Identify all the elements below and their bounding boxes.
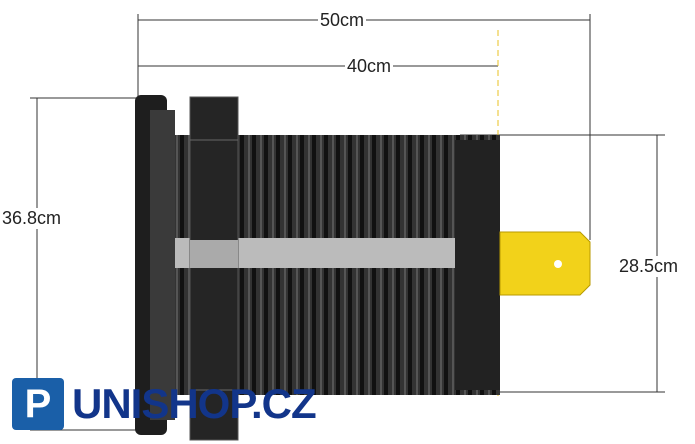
unishop-logo: P UNISHOP.CZ [12,378,317,430]
dimension-total-length: 50cm [318,10,367,31]
dimension-lines [30,14,665,431]
nut [189,96,239,441]
terminal-hole [554,260,562,268]
dimension-body-length: 40cm [345,56,394,77]
terminal-blade [499,231,591,296]
logo-mark: P [12,378,64,430]
dimension-flange-height: 36.8cm [0,208,64,229]
logo-text: UNISHOP.CZ [72,380,317,427]
body-end [455,140,500,390]
dimension-body-diameter: 28.5cm [617,256,681,277]
